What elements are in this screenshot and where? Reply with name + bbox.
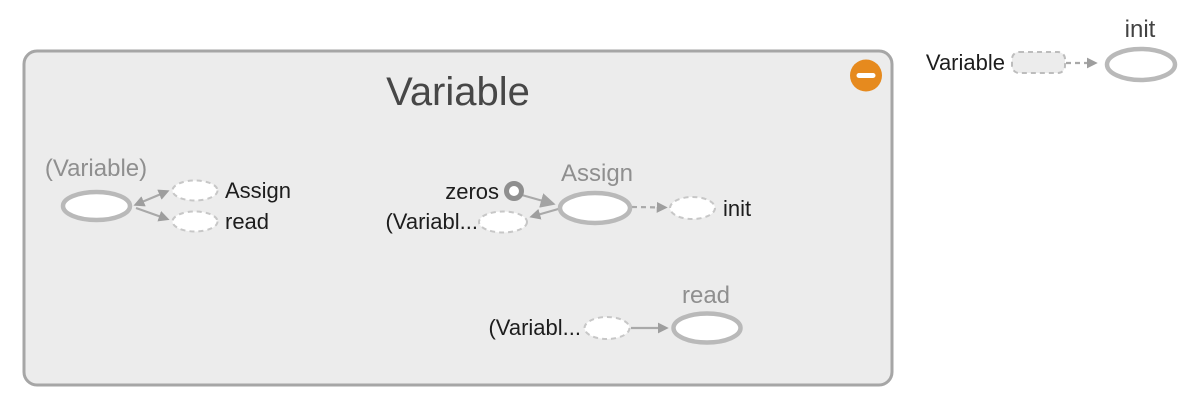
edge-variable-read: [135, 206, 170, 222]
op-node-read[interactable]: [671, 311, 743, 345]
proxy-node-init[interactable]: [669, 196, 716, 220]
proxy-node-variable-ref-read[interactable]: [583, 316, 631, 340]
namespace-title: Variable: [386, 70, 530, 114]
proxy-node-read[interactable]: [171, 210, 219, 233]
edge-variable-assign: [133, 189, 170, 207]
proxy-init-label: init: [723, 196, 752, 221]
const-zeros-label: zeros: [445, 179, 499, 204]
collapse-button[interactable]: [850, 59, 882, 92]
proxy-read-label: read: [225, 209, 270, 234]
op-node-variable-title: (Variable): [44, 155, 148, 182]
proxy-variable-external-label: Variable: [925, 50, 1005, 75]
proxy-node-variable-ref-assign[interactable]: [478, 210, 528, 234]
namespace-node-variable[interactable]: [22, 49, 894, 387]
proxy-variable-ref-read-label: (Variabl...: [488, 315, 581, 340]
op-node-assign-title: Assign: [560, 160, 634, 187]
proxy-assign-label: Assign: [225, 178, 292, 203]
proxy-node-variable-external[interactable]: [1011, 51, 1066, 74]
edge-assign-init-control: [631, 201, 668, 213]
op-node-variable[interactable]: [60, 189, 133, 223]
edge-assign-variable-ref: [529, 207, 561, 220]
proxy-node-assign[interactable]: [171, 179, 219, 202]
minus-icon: [856, 73, 876, 78]
op-node-init-title: init: [1124, 16, 1156, 43]
op-node-assign[interactable]: [557, 190, 633, 226]
op-node-read-title: read: [681, 282, 731, 309]
op-node-init[interactable]: [1104, 46, 1178, 83]
const-node-zeros[interactable]: [504, 181, 524, 201]
edge-zeros-assign: [519, 193, 556, 208]
proxy-variable-ref-assign-label: (Variabl...: [385, 209, 478, 234]
